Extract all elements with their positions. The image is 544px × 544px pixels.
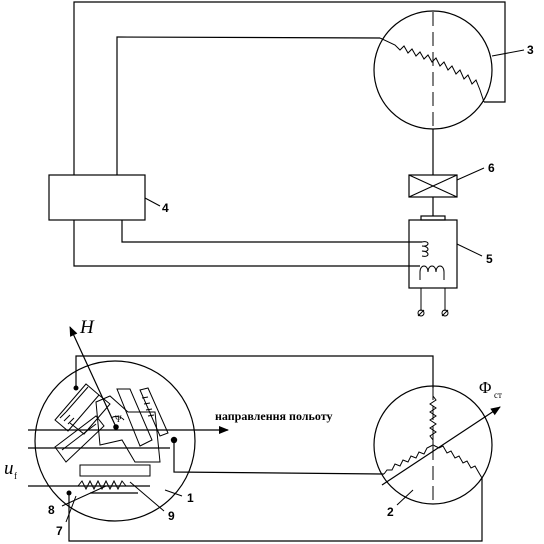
leader-5	[456, 243, 483, 257]
stator-flux-vector	[381, 406, 501, 486]
leader-9	[129, 481, 165, 512]
label-phi-sub: ст	[494, 390, 502, 400]
sensor-core-left-lower	[54, 415, 105, 463]
terminal-slash-right	[441, 309, 449, 317]
flux-sensor-circle	[34, 360, 196, 522]
sensor-cores	[54, 383, 169, 477]
lower-bottom-wire	[68, 478, 483, 542]
sensor-core-hatching	[59, 396, 155, 425]
magnetic-field-vector	[69, 326, 117, 428]
amplifier-to-motor-wire-1	[121, 220, 422, 243]
lower-middle-wire	[173, 440, 385, 475]
sensor-core-center	[95, 395, 161, 463]
label-1: 1	[187, 491, 194, 505]
synchro-winding	[379, 37, 485, 103]
label-uf: u	[4, 458, 14, 479]
sensor-core-bottom	[79, 464, 151, 477]
amplifier-block	[48, 174, 146, 221]
motor-coil-lower	[419, 265, 445, 280]
excitation-winding-bottom	[77, 479, 127, 491]
label-uf-sub: f	[14, 471, 17, 481]
label-9: 9	[168, 509, 175, 523]
upper-schematic: 3 6 5 4	[48, 1, 534, 317]
lower-top-wire	[75, 355, 434, 388]
label-2: 2	[387, 505, 394, 519]
lower-schematic: H Ψ направлення польоту u f 1 8 7 9	[4, 317, 502, 542]
gearbox-cross-2	[408, 174, 458, 198]
supply-terminal-left	[417, 309, 425, 317]
transmitter-winding-left	[383, 444, 434, 475]
inner-signal-wire	[116, 36, 381, 175]
label-phi: Φ	[479, 378, 491, 397]
motor-box	[408, 219, 458, 289]
leader-8	[61, 485, 107, 507]
label-7: 7	[56, 524, 63, 538]
label-5: 5	[486, 252, 493, 266]
wire-junction-dot-top	[73, 385, 79, 391]
motor-coil-upper	[421, 241, 429, 257]
heading-angle-arc	[110, 415, 125, 421]
label-psi: Ψ	[115, 414, 122, 424]
label-8: 8	[48, 503, 55, 517]
sensor-core-right	[116, 387, 169, 447]
sensor-core-left	[54, 383, 111, 435]
flight-direction-label: направлення польоту	[215, 409, 332, 423]
amplifier-to-motor-wire-2	[73, 220, 420, 267]
label-3: 3	[527, 43, 534, 57]
transmitter-winding-top	[429, 388, 437, 445]
label-uf-main: u	[4, 458, 14, 479]
leader-7	[65, 495, 77, 523]
motor-coupling	[420, 215, 446, 221]
leader-6	[456, 167, 485, 181]
synchro-receiver-circle	[373, 10, 493, 130]
leader-2	[396, 489, 414, 506]
wire-junction-dot-bottom	[66, 490, 72, 496]
terminal-slash-left	[417, 309, 425, 317]
leader-3	[491, 49, 525, 57]
leader-4	[144, 197, 161, 207]
label-6: 6	[488, 161, 495, 175]
label-H: H	[79, 317, 95, 338]
leader-1	[164, 489, 183, 497]
supply-terminal-right	[441, 309, 449, 317]
label-4: 4	[162, 201, 169, 215]
transmitter-winding-right	[432, 444, 483, 479]
outer-loop-wire	[73, 1, 506, 175]
sensor-pivot	[113, 424, 119, 430]
wire-junction-dot-mid	[170, 436, 178, 444]
